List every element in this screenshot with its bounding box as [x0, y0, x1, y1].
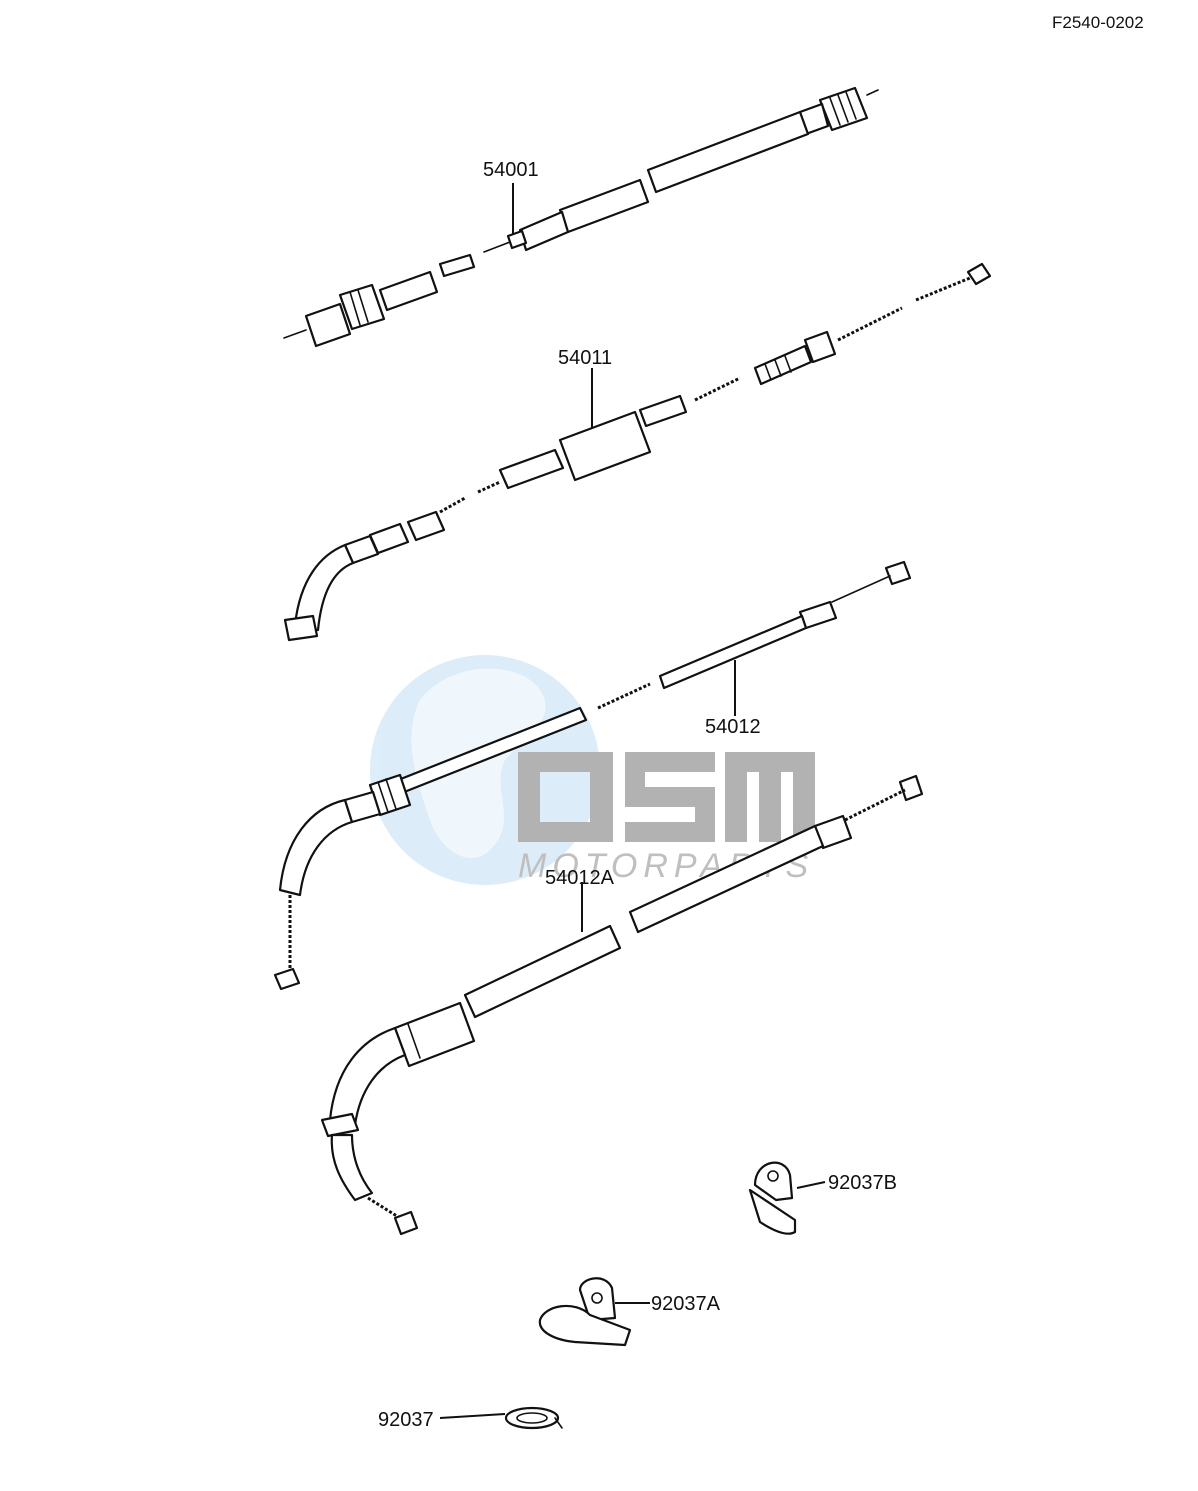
cable-54012: 54012 [273, 560, 912, 991]
clamp-92037A: 92037A [538, 1277, 721, 1347]
watermark-letters [518, 752, 815, 842]
cable-54011: 54011 [283, 262, 992, 642]
label-92037B: 92037B [828, 1172, 897, 1194]
clamp-92037B: 92037B [748, 1161, 897, 1235]
label-54012A: 54012A [545, 867, 615, 889]
label-54012: 54012 [705, 716, 761, 738]
label-92037A: 92037A [651, 1293, 721, 1315]
cable-54001: 54001 [283, 86, 879, 348]
cable-54012A: 54012A [320, 774, 924, 1236]
clamp-92037: 92037 [378, 1406, 563, 1431]
drawing-code: F2540-0202 [1052, 13, 1144, 32]
label-54001: 54001 [483, 159, 539, 181]
label-54011: 54011 [558, 347, 612, 369]
label-92037: 92037 [378, 1409, 434, 1431]
